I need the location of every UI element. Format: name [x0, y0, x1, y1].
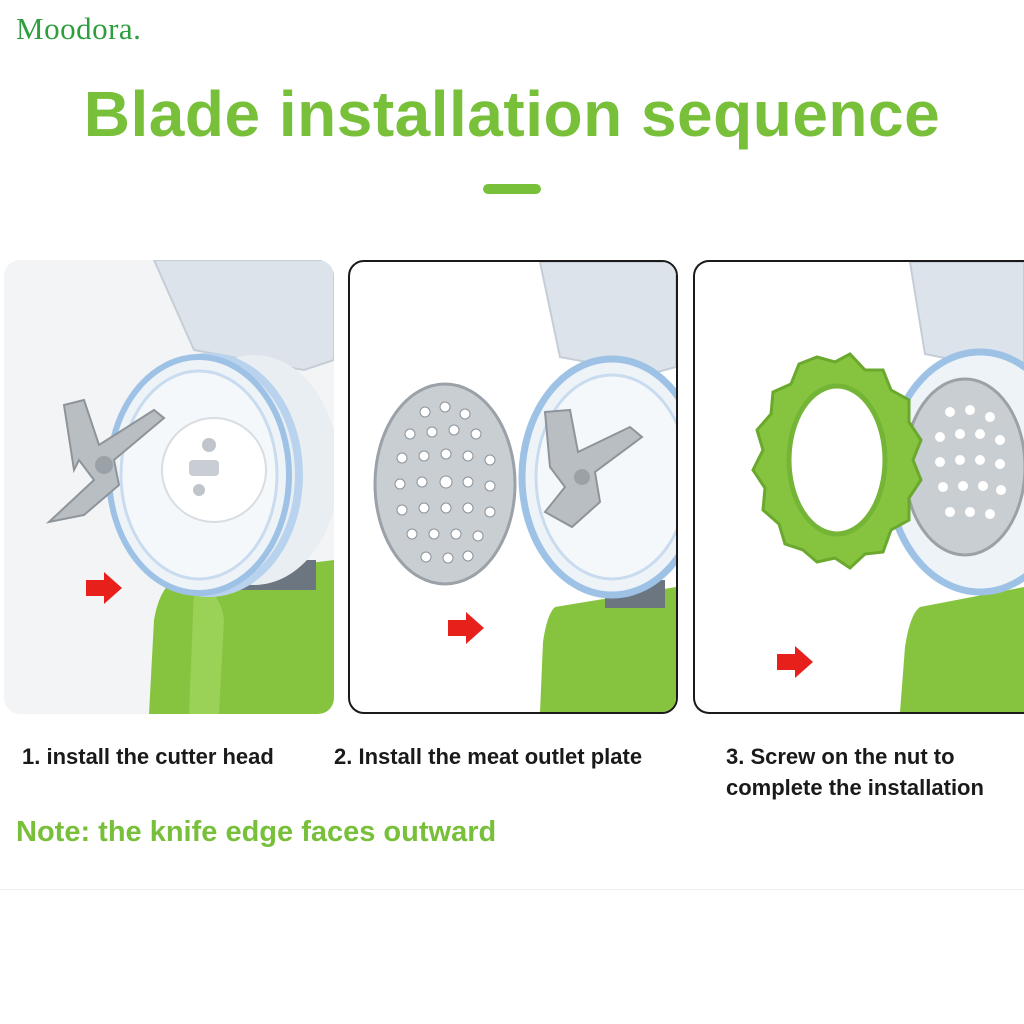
arrow-right-icon: [777, 646, 813, 678]
step-2-image: [348, 260, 678, 714]
step-2-caption: 2. Install the meat outlet plate: [334, 744, 643, 769]
arrow-right-icon: [448, 612, 484, 644]
step-1-image: [4, 260, 334, 714]
arrow-right-icon: [86, 572, 122, 604]
footer-divider: [0, 889, 1024, 890]
note-text: Note: the knife edge faces outward: [16, 816, 497, 848]
step-1-caption: 1. install the cutter head: [22, 744, 274, 769]
page-title: Blade installation sequence: [83, 78, 941, 150]
brand-logo: Moodora.: [16, 11, 142, 46]
step-3-image: [693, 260, 1024, 714]
title-underline: [483, 184, 541, 194]
step-3-caption: 3. Screw on the nut to complete the inst…: [726, 744, 984, 800]
